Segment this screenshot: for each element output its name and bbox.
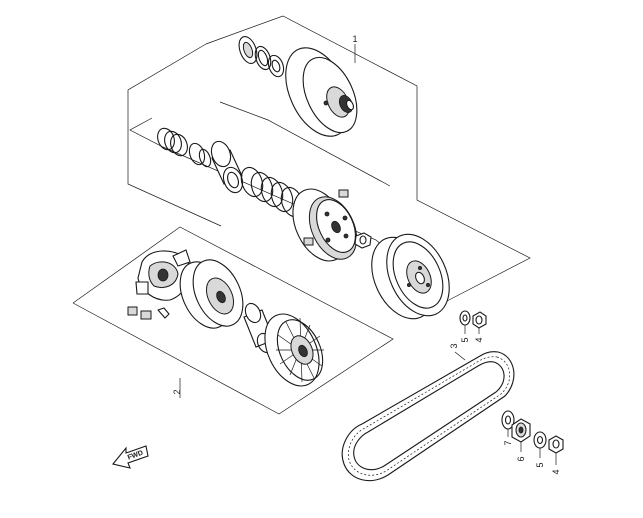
callout-7: 7 bbox=[503, 440, 513, 445]
callout-6: 6 bbox=[516, 456, 526, 461]
washer-ring-a bbox=[254, 45, 272, 71]
driven-pulley-face bbox=[285, 47, 358, 137]
washer-lower bbox=[533, 431, 547, 449]
clutch-nut bbox=[354, 232, 372, 249]
nut-upper bbox=[472, 311, 487, 329]
ramp-plate bbox=[135, 249, 191, 301]
callout-5-lower: 5 bbox=[535, 462, 545, 467]
drive-belt bbox=[341, 351, 515, 482]
clutch-shoe-assembly bbox=[292, 188, 358, 262]
washer-upper bbox=[459, 310, 471, 326]
callout-5-upper: 5 bbox=[460, 337, 470, 342]
callout-3: 3 bbox=[449, 343, 459, 348]
assembly-1-frame bbox=[127, 15, 531, 302]
leader-lines bbox=[454, 325, 557, 465]
slider-pieces bbox=[127, 306, 170, 320]
guide-collar bbox=[210, 140, 244, 194]
forward-direction-arrow: FWD bbox=[112, 445, 149, 469]
callout-1: 1 bbox=[352, 34, 357, 44]
o-rings bbox=[188, 142, 212, 168]
washer-ring-b bbox=[267, 54, 285, 78]
callout-4-upper: 4 bbox=[474, 337, 484, 342]
callout-2: 2 bbox=[172, 389, 182, 394]
needle-bearing bbox=[238, 36, 258, 64]
nut-6 bbox=[511, 418, 531, 443]
assembly-2-frame bbox=[72, 226, 394, 415]
movable-drive-face bbox=[179, 259, 244, 329]
nut-lower bbox=[548, 435, 564, 454]
callout-4-lower: 4 bbox=[551, 469, 561, 474]
seal-rings bbox=[157, 127, 188, 157]
clutch-housing bbox=[371, 233, 450, 320]
fan-drive-face bbox=[264, 313, 324, 387]
